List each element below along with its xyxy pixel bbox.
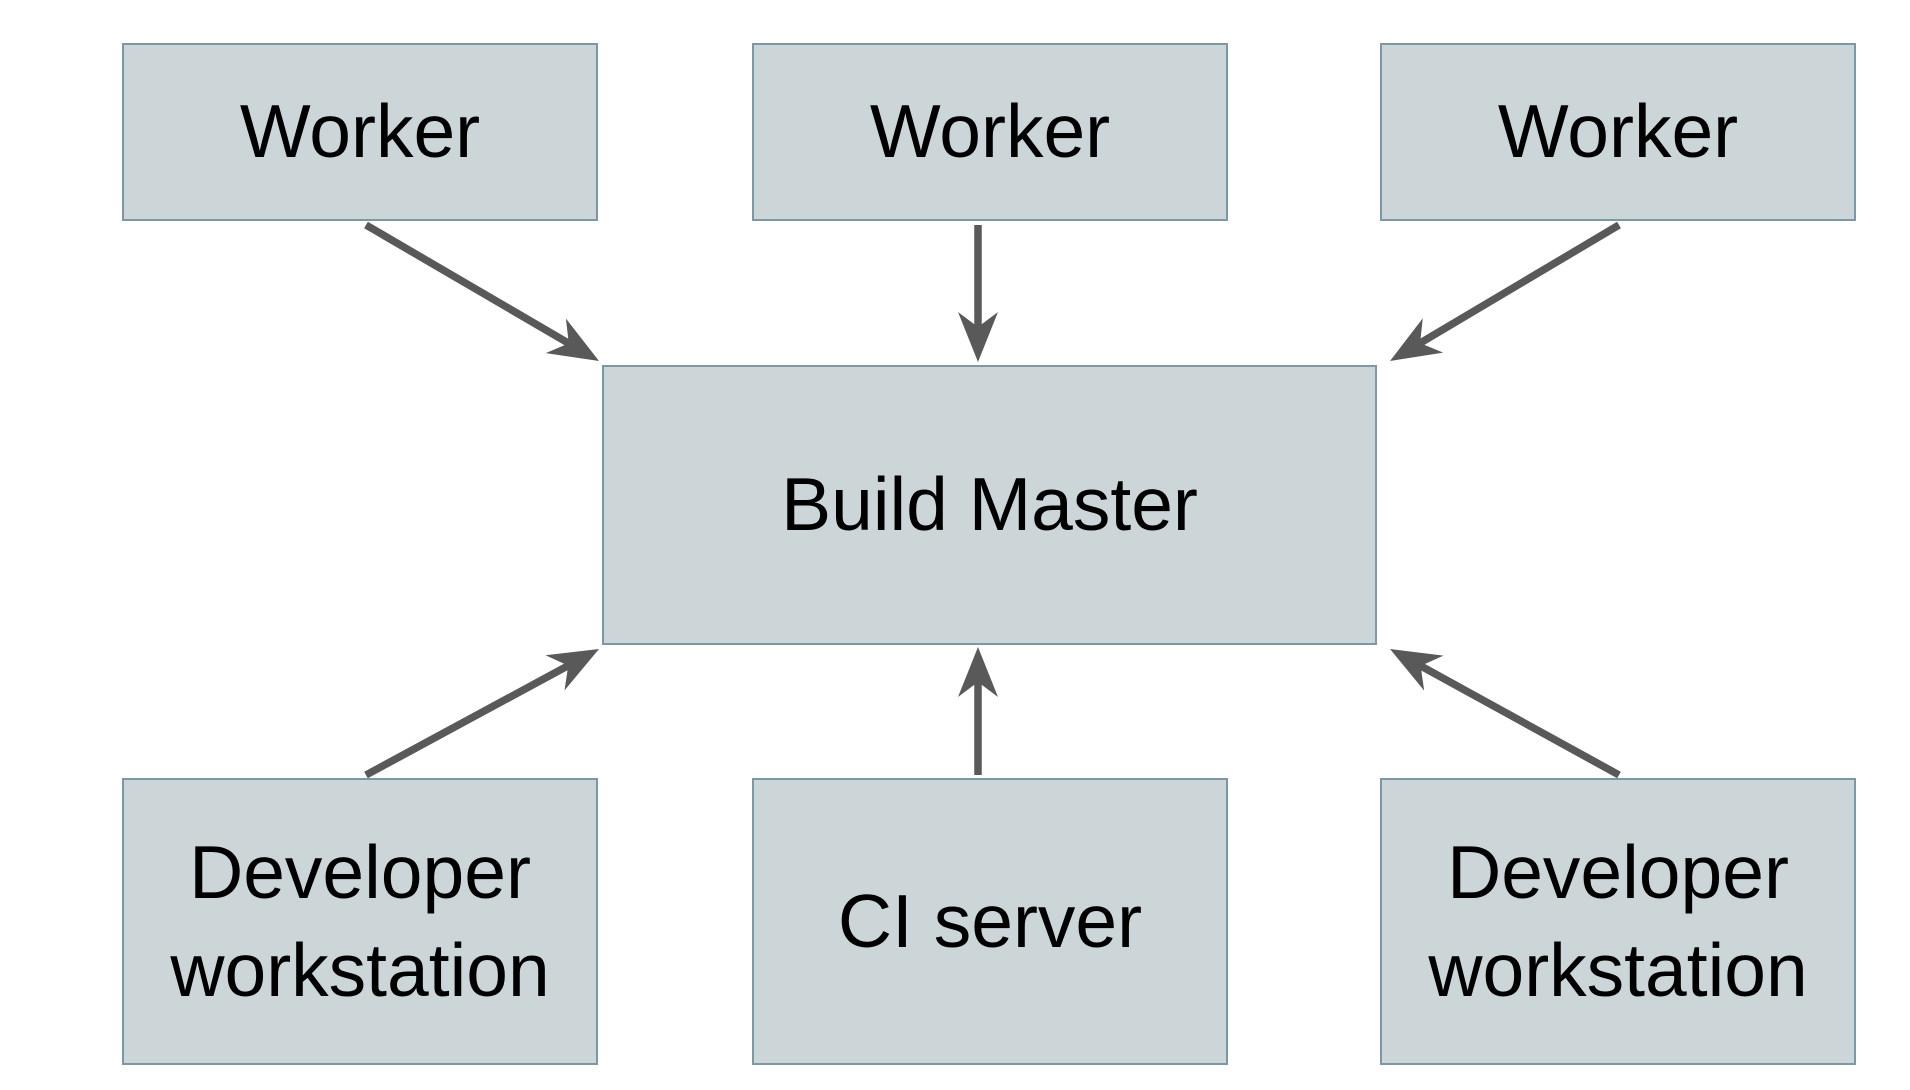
node-label: Worker [239, 89, 481, 174]
node-developer-workstation-left: Developer workstation [122, 778, 598, 1065]
node-worker-1: Worker [122, 43, 598, 221]
arrow-shaft [364, 221, 573, 348]
node-label: Worker [869, 89, 1111, 174]
arrow-shaft [1417, 661, 1621, 779]
arrow-shaft [364, 661, 572, 779]
node-label: workstation [170, 927, 550, 1012]
arrow-ci-server-to-build-master [958, 647, 998, 775]
node-developer-workstation-right: Developer workstation [1380, 778, 1856, 1065]
arrowhead-icon [545, 318, 599, 361]
node-label: Developer [189, 830, 531, 914]
node-label: Developer [1447, 830, 1789, 914]
arrow-worker-1-to-build-master [364, 221, 599, 361]
arrowhead-icon [958, 312, 998, 362]
arrow-developer-workstation-left-to-build-master [364, 649, 599, 779]
arrow-shaft [1416, 221, 1621, 348]
node-build-master: Build Master [602, 365, 1377, 645]
arrowhead-icon [1390, 318, 1444, 361]
arrow-worker-3-to-build-master [1390, 221, 1621, 361]
node-label: Build Master [781, 462, 1198, 547]
arrowhead-icon [1390, 649, 1444, 691]
node-label: Worker [1497, 89, 1739, 174]
arrowhead-icon [958, 647, 998, 697]
node-worker-2: Worker [752, 43, 1228, 221]
node-worker-3: Worker [1380, 43, 1856, 221]
node-label: workstation [1428, 927, 1808, 1012]
arrow-worker-2-to-build-master [958, 225, 998, 362]
arrow-developer-workstation-right-to-build-master [1390, 649, 1621, 779]
node-ci-server: CI server [752, 778, 1228, 1065]
node-label: CI server [837, 878, 1143, 963]
arrowhead-icon [545, 649, 599, 691]
